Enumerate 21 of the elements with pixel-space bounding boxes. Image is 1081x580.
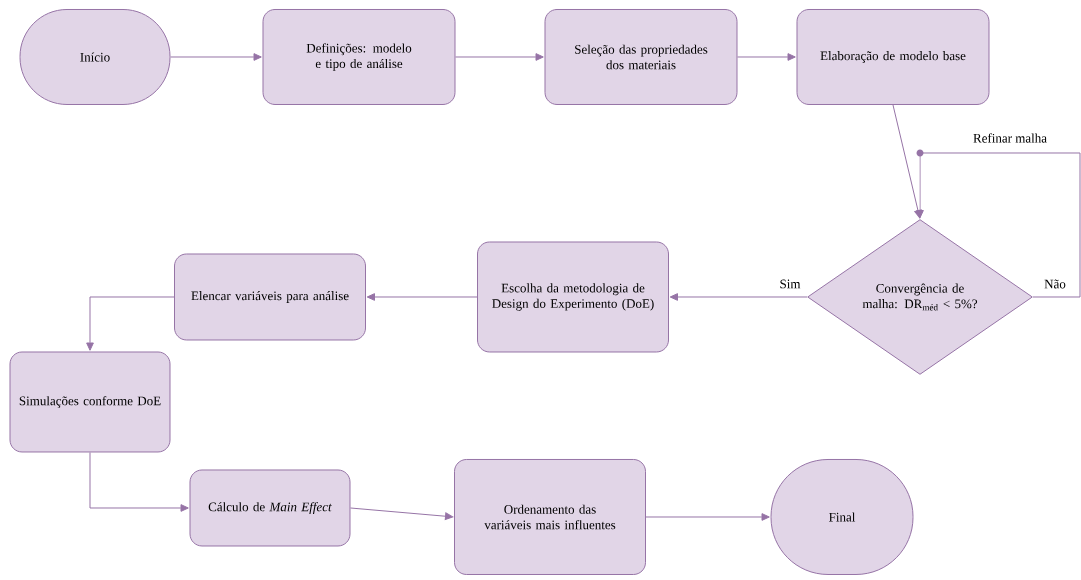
arrow xyxy=(89,452,189,512)
note-label: Refinar malha xyxy=(972,132,1048,144)
arrow xyxy=(455,53,544,61)
arrow xyxy=(366,293,478,301)
arrow xyxy=(737,53,796,61)
arrow xyxy=(645,513,770,521)
arrow xyxy=(86,296,175,351)
process-box: Elencar variáveis para análise xyxy=(174,253,366,341)
edge-label: Não xyxy=(1043,278,1067,290)
process-box: Simulações conforme DoE xyxy=(9,351,171,453)
process-box: Escolha da metodologia de Design do Experimento (DoE) xyxy=(477,241,669,353)
process-box: Elaboração de modelo base xyxy=(796,9,990,105)
edge-label: Sim xyxy=(778,278,802,290)
process-box: Seleção das propriedades dos materiais xyxy=(544,9,738,105)
process-box: Cálculo de Main Effect xyxy=(189,469,351,547)
arrow xyxy=(170,53,262,61)
arrow xyxy=(350,507,454,521)
process-box: Definições: modelo e tipo de análise xyxy=(262,9,456,105)
arrow xyxy=(916,152,1081,298)
arrow xyxy=(669,293,808,301)
process-box: Ordenamento das variáveis mais influentes xyxy=(454,459,646,575)
